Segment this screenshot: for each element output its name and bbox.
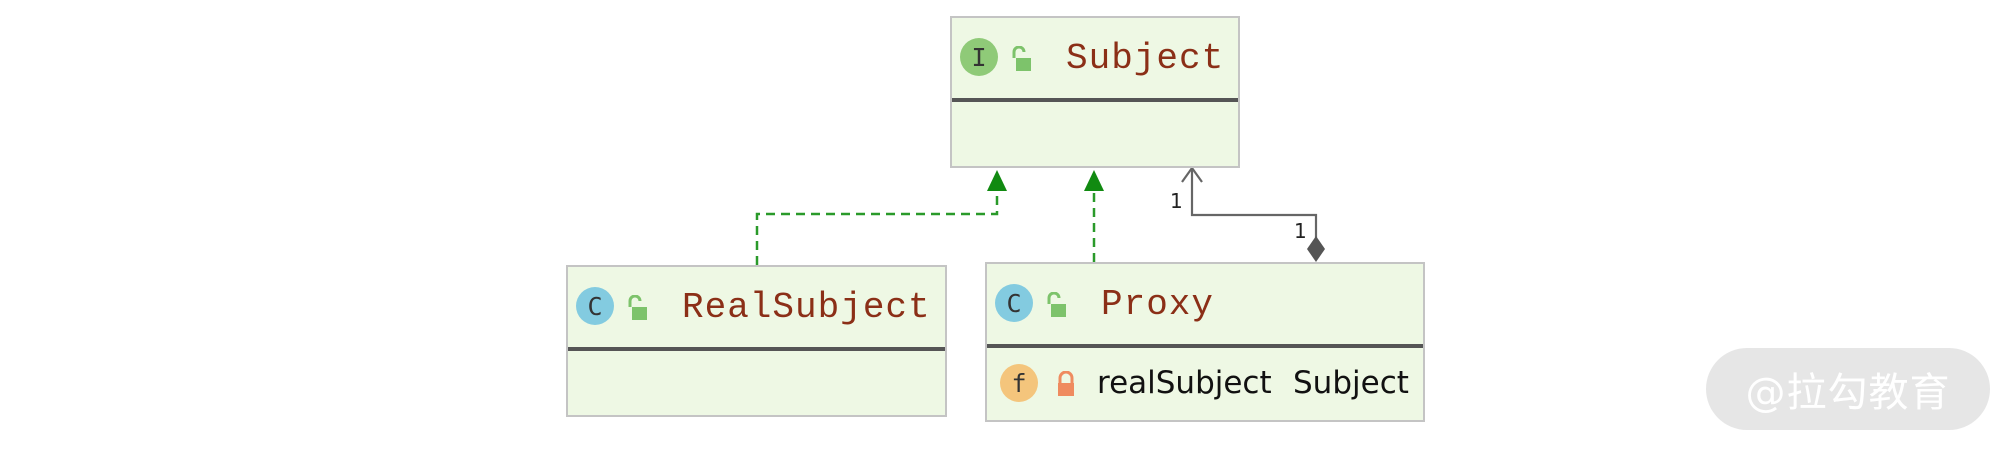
class-header: I Subject xyxy=(952,18,1238,102)
class-name: Subject xyxy=(1066,38,1225,79)
open-lock-icon xyxy=(1012,46,1031,71)
field-name: realSubject xyxy=(1097,365,1272,401)
composition-line xyxy=(1190,170,1318,238)
field-badge-icon: f xyxy=(1000,364,1038,402)
implements-line-realsubject xyxy=(755,190,999,265)
source-multiplicity: 1 xyxy=(1294,219,1307,243)
open-lock-icon xyxy=(1047,292,1066,317)
composition-diamond xyxy=(1307,236,1325,262)
class-box-proxy[interactable]: C Proxy f realSubject Subject xyxy=(985,262,1425,422)
class-header: C Proxy xyxy=(987,264,1423,348)
target-multiplicity: 1 xyxy=(1170,189,1183,213)
class-badge-icon: C xyxy=(995,284,1033,322)
interface-badge-icon: I xyxy=(960,38,998,76)
class-header: C RealSubject xyxy=(568,267,945,351)
class-name: RealSubject xyxy=(682,287,931,328)
implements-arrowhead-realsubject xyxy=(987,170,1007,191)
field-type: Subject xyxy=(1293,365,1409,401)
class-name: Proxy xyxy=(1101,284,1215,325)
composition-open-arrow xyxy=(1181,166,1203,183)
watermark: @拉勾教育 xyxy=(1706,348,1990,430)
implements-arrowhead-proxy xyxy=(1084,170,1104,191)
class-badge-icon: C xyxy=(576,287,614,325)
class-box-realsubject[interactable]: C RealSubject xyxy=(566,265,947,417)
class-box-subject[interactable]: I Subject xyxy=(950,16,1240,168)
open-lock-icon xyxy=(628,295,647,320)
field-row[interactable]: f realSubject Subject xyxy=(987,352,1423,416)
closed-lock-icon xyxy=(1058,371,1074,396)
